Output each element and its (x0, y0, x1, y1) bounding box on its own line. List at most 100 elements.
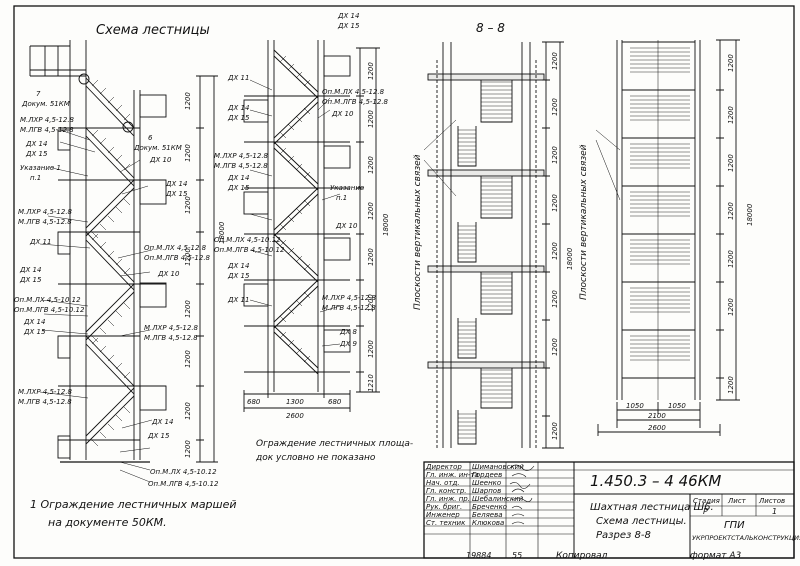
inv-number: 19884 (466, 551, 491, 560)
doc-title-line2: Схема лестницы. (596, 516, 687, 527)
left-dim-total: 18000 (218, 221, 226, 244)
label-opm-lgv-2: Оп.М.ЛГВ 4,5-10.12 (14, 306, 85, 314)
mid-dim-7: 1200 (367, 340, 375, 358)
right-dim-6: 1200 (727, 298, 735, 316)
mid-opm-lx-1: Оп.М.ЛХ 4,5-12.8 (322, 88, 385, 96)
mid-dx8: ДХ 8 (339, 328, 357, 336)
label-opm-lx-3: Оп.М.ЛХ 4,5-10.12 (150, 468, 217, 476)
doc-title-line3: Разрез 8-8 (596, 530, 651, 541)
tb-role-5: Гл. инж. пр. (426, 495, 470, 503)
sec-dim-2: 1200 (551, 98, 559, 116)
sec-dim-5: 1200 (551, 242, 559, 260)
sec-dim-4: 1200 (551, 194, 559, 212)
right-dim-total: 18000 (746, 203, 754, 226)
right-dim-7: 1200 (727, 376, 735, 394)
right-labels: Плоскости вертикальных связей 1200 1200 … (579, 54, 754, 432)
left-title: Схема лестницы (96, 23, 210, 38)
note1-line2: на документе 50КМ. (48, 516, 167, 529)
label-m-lgv-3: М.ЛГВ 4,5-12.8 (144, 334, 198, 342)
mid-dim-8: 1210 (367, 374, 375, 392)
right-bottom-mid: 2100 (648, 412, 666, 420)
left-dim-1: 1200 (184, 92, 192, 110)
tb-name-1: Шимановский (472, 463, 524, 471)
middle-callouts: ДХ 14 ДХ 15 ДХ 11 Оп.М.ЛХ 4,5-12.8 Оп.М.… (214, 12, 389, 348)
sheets-value: 1 (772, 507, 777, 516)
label-dx15-2: ДХ 15 (165, 190, 188, 198)
middle-scheme (243, 40, 380, 412)
right-plane-label: Плоскости вертикальных связей (579, 144, 589, 300)
doc-code: 1.450.3 – 4 46КМ (590, 472, 721, 490)
label-dx15-5: ДХ 15 (147, 432, 170, 440)
label-opm-lx-2: Оп.М.ЛХ 4,5-10.12 (14, 296, 81, 304)
title-block-main: 1.450.3 – 4 46КМ Шахтная лестница Ш6. Сх… (590, 472, 800, 542)
label-m-lgv-4: М.ЛГВ 4,5-12.8 (18, 398, 72, 406)
mid-m-lxr-1: М.ЛХР 4,5-12.8 (214, 152, 269, 160)
mid-opm-lgv-2: Оп.М.ЛГВ 4,5-10.12 (214, 246, 285, 254)
label-dx15-3: ДХ 15 (19, 276, 42, 284)
tb-role-4: Гл. констр. (426, 487, 467, 495)
label-p1: п.1 (30, 174, 41, 182)
mid-dim-total: 18000 (382, 213, 390, 236)
left-dim-2: 1200 (184, 144, 192, 162)
left-scheme (29, 40, 218, 483)
left-dim-3: 1200 (184, 196, 192, 214)
mid-bottom-dim-2: 1300 (286, 398, 304, 406)
mid-dx14-4: ДХ 14 (227, 262, 249, 270)
mid-opm-lgv-1: Оп.М.ЛГВ 4,5-12.8 (322, 98, 389, 106)
callout-7: 7 (36, 90, 41, 98)
mid-dim-4: 1200 (367, 202, 375, 220)
label-opm-lx-1: Оп.М.ЛХ 4,5-12.8 (144, 244, 207, 252)
label-ukazanie-1: Указание 1 (20, 164, 61, 172)
label-dx14-2: ДХ 14 (165, 180, 187, 188)
mid-m-lgv-1: М.ЛГВ 4,5-12.8 (214, 162, 268, 170)
title-block-roles: Директор Шимановский Гл. инж. ин-та Горд… (425, 463, 524, 527)
tb-role-2: Гл. инж. ин-та (426, 471, 479, 479)
mid-bottom-dim-1: 680 (247, 398, 261, 406)
section-8-8 (423, 41, 564, 449)
title-block (423, 461, 795, 559)
guard-note-line2: док условно не показано (255, 453, 376, 463)
mid-dim-1: 1200 (367, 62, 375, 80)
left-dim-4: 1200 (184, 248, 192, 266)
left-dims: 1200 1200 1200 1200 1200 1200 1200 1200 … (184, 92, 226, 458)
mid-dx10-2: ДХ 10 (335, 222, 358, 230)
stage-label: Стадия (693, 497, 720, 505)
mid-dx15-4: ДХ 15 (227, 272, 250, 280)
mid-dx9: ДХ 9 (339, 340, 357, 348)
label-dx14-5: ДХ 14 (151, 418, 173, 426)
label-dx14-1: ДХ 14 (25, 140, 47, 148)
label-opm-lgv-1: Оп.М.ЛГВ 4,5-12.8 (144, 254, 211, 262)
label-dx15-1: ДХ 15 (25, 150, 48, 158)
tb-role-6: Рук. бриг. (426, 503, 462, 511)
mid-m-lgv-2: М.ЛГВ 4,5-12.8 (322, 304, 376, 312)
copied-by: Копировал (556, 551, 608, 561)
left-callouts: 7 Докум. 51КМ 6 Докум. 51КМ М.ЛХР 4,5-12… (14, 90, 219, 488)
right-dim-1: 1200 (727, 54, 735, 72)
sheet-label: Лист (727, 497, 747, 505)
mid-m-lxr-2: М.ЛХР 4,5-12.8 (322, 294, 377, 302)
mid-dx15-3: ДХ 15 (227, 184, 250, 192)
tb-role-3: Нач. отд. (426, 479, 460, 487)
tb-name-5: Шебалинский (472, 495, 524, 503)
sec-dim-total: 18000 (566, 247, 574, 270)
mid-dx11-2: ДХ 11 (227, 296, 249, 304)
tb-role-7: Инженер (426, 511, 460, 519)
label-dx11-1: ДХ 11 (29, 238, 51, 246)
middle-dims: 1200 1200 1200 1200 1200 1200 1200 1210 … (247, 62, 390, 420)
mid-dx10-1: ДХ 10 (331, 110, 354, 118)
tb-name-3: Шеенко (472, 479, 501, 487)
guard-note-line1: Ограждение лестничных площа- (256, 439, 413, 449)
tb-role-8: Ст. техник (426, 519, 466, 527)
tb-role-1: Директор (425, 463, 462, 471)
label-m-lgv-2: М.ЛГВ 4,5-12.8 (18, 218, 72, 226)
doc-title-line1: Шахтная лестница Ш6. (590, 502, 714, 513)
label-m-lxr-4: М.ЛХР 4,5-12.8 (18, 388, 73, 396)
section-title: 8 – 8 (476, 21, 505, 35)
sec-dim-7: 1200 (551, 338, 559, 356)
mid-dx15-2: ДХ 15 (227, 114, 250, 122)
label-opm-lgv-3: Оп.М.ЛГВ 4,5-10.12 (148, 480, 219, 488)
label-dx15-4: ДХ 15 (23, 328, 46, 336)
mid-bottom-dim-3: 680 (328, 398, 342, 406)
